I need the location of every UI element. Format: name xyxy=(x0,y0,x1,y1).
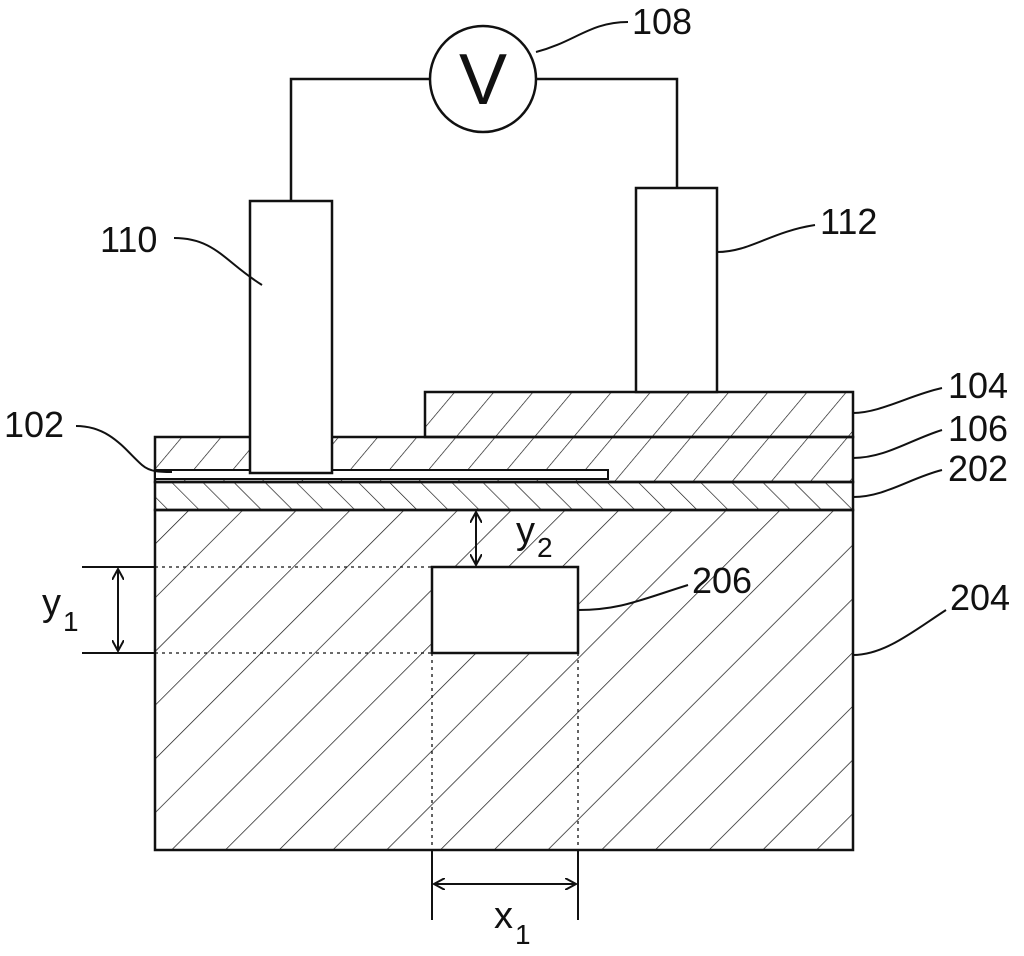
voltmeter: V xyxy=(428,24,538,134)
leader-108 xyxy=(535,21,629,53)
label-102: 102 xyxy=(4,404,64,445)
label-112: 112 xyxy=(820,201,877,242)
label-y2-base: y xyxy=(516,510,535,552)
label-x1-base: x xyxy=(494,895,513,937)
wire-right xyxy=(536,77,679,188)
voltmeter-symbol: V xyxy=(459,40,507,120)
leader-112 xyxy=(716,224,816,253)
label-y1: y1 xyxy=(42,582,79,637)
label-104: 104 xyxy=(948,365,1008,406)
label-110: 110 xyxy=(100,219,157,260)
defect-206 xyxy=(430,565,580,655)
layer-202 xyxy=(153,480,855,512)
thin-layer-102 xyxy=(154,469,609,480)
probe-110 xyxy=(248,199,334,475)
label-y2: y2 xyxy=(516,510,553,563)
label-y1-sub: 1 xyxy=(63,606,79,637)
top-layer-104 xyxy=(423,390,855,439)
leader-110 xyxy=(173,237,263,286)
leader-206 xyxy=(577,584,689,611)
dimension-lines xyxy=(82,513,579,920)
label-206: 206 xyxy=(692,560,752,601)
label-y2-sub: 2 xyxy=(537,532,553,563)
label-x1: x1 xyxy=(494,895,531,950)
label-x1-sub: 1 xyxy=(515,919,531,950)
wire-left xyxy=(289,77,430,201)
leader-202 xyxy=(852,469,943,498)
label-y1-base: y xyxy=(42,582,61,624)
leader-106 xyxy=(852,429,943,459)
leader-102 xyxy=(75,425,173,473)
label-108: 108 xyxy=(632,1,692,42)
leader-104 xyxy=(852,387,943,414)
leader-204 xyxy=(852,609,947,656)
probe-112 xyxy=(634,186,719,394)
leader-lines xyxy=(75,21,947,656)
label-202: 202 xyxy=(948,448,1008,489)
label-204: 204 xyxy=(950,577,1010,618)
dimension-guides xyxy=(155,566,579,850)
label-106: 106 xyxy=(948,408,1008,449)
